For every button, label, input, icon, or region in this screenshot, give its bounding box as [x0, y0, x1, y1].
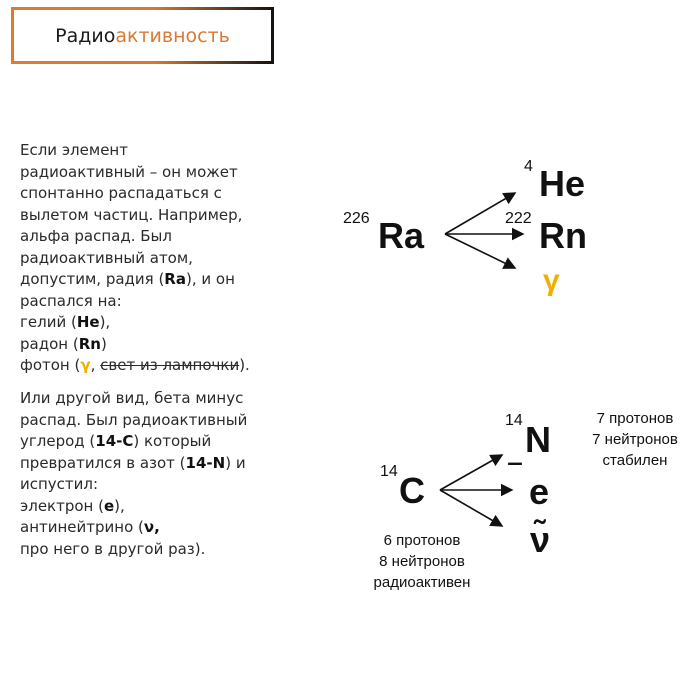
electron: e: [529, 471, 550, 512]
c-neutrons: 8 нейтронов: [379, 553, 465, 570]
he-element: He: [539, 163, 586, 204]
n-info: 7 протонов 7 нейтронов стабилен: [555, 408, 700, 471]
text: ), и он распался на: гелий (: [20, 270, 235, 331]
he-symbol: He: [76, 313, 100, 331]
text: Или другой вид, бета минус распад. Был р…: [20, 389, 248, 450]
rn-element: Rn: [539, 215, 587, 256]
text: Если элемент радиоактивный – он может сп…: [20, 141, 243, 288]
rn-symbol: Rn: [78, 334, 101, 353]
text: ) который превратился в азот (: [20, 432, 212, 472]
c-info: 6 протонов 8 нейтронов радиоактивен: [342, 530, 502, 593]
text: ) фотон (: [20, 334, 107, 375]
n-protons: 7 протонов: [596, 410, 674, 427]
minus-sign: ‾: [510, 460, 520, 493]
n-symbol: 14-N: [185, 453, 226, 472]
text: ).: [239, 356, 250, 374]
n-element: N: [525, 419, 551, 460]
c-protons: 6 протонов: [383, 532, 461, 549]
c-element: C: [399, 470, 425, 511]
nu-symbol: ν,: [143, 518, 160, 536]
alpha-paragraph: Если элемент радиоактивный – он может сп…: [20, 140, 295, 377]
text: ), радон (: [20, 313, 111, 353]
ra-mass: 226: [343, 210, 370, 227]
c-status: радиоактивен: [373, 574, 471, 591]
text: про него в другой раз).: [20, 539, 206, 558]
antineutrino: ν̃: [530, 519, 551, 560]
text: ,: [90, 356, 101, 374]
ra-symbol: Ra: [164, 270, 186, 288]
c-mass: 14: [380, 463, 398, 480]
n-mass: 14: [505, 412, 523, 429]
arrow-he: [444, 192, 517, 235]
rn-mass: 222: [505, 210, 532, 227]
n-neutrons: 7 нейтронов: [592, 431, 678, 448]
arrow-n: [439, 454, 504, 491]
c-symbol: 14-C: [95, 432, 134, 450]
gamma-symbol: γ: [80, 356, 91, 374]
e-symbol: e: [103, 496, 115, 515]
beta-paragraph: Или другой вид, бета минус распад. Был р…: [20, 388, 295, 560]
arrow-gamma: [444, 233, 517, 269]
title-part2: активность: [115, 24, 230, 47]
struck-text: свет из лампочки: [100, 356, 240, 374]
arrow-nu: [439, 489, 504, 527]
title-part1: Радио: [55, 24, 116, 47]
text: ), антинейтрино (: [20, 496, 144, 537]
text: ) и испустил: электрон (: [20, 453, 246, 515]
n-status: стабилен: [602, 452, 668, 469]
ra-element: Ra: [378, 215, 425, 256]
he-mass: 4: [524, 158, 533, 175]
gamma-particle: γ: [543, 264, 560, 297]
